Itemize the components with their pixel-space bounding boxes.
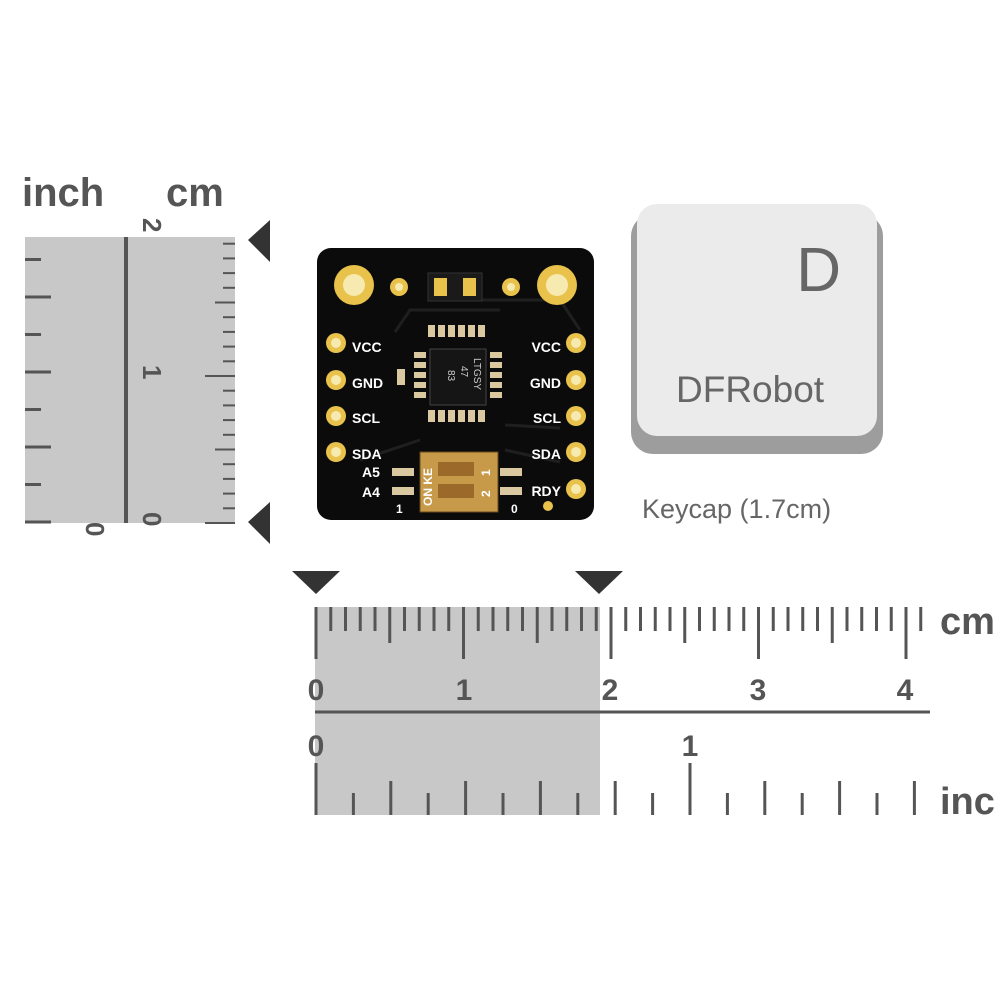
chip-pad [428,325,435,337]
smd-pad [500,487,522,495]
address-label-a4: A4 [362,484,380,500]
left-ruler-ticks [25,242,235,524]
chip-pad [414,392,426,398]
bottom-ruler-cm-unit: cm [940,601,995,643]
chip-pad [428,410,435,422]
marker-top-triangle [248,220,270,262]
bottom-ruler: 0 1 2 3 4 0 1 cm inc [308,601,995,823]
smd-pad [392,468,414,476]
chip-pad [490,392,502,398]
chip-marking: 83 [445,370,456,382]
address-label-a5: A5 [362,464,380,480]
chip-pad [448,410,455,422]
sensor-chip: LTGSY 47 83 [414,325,502,422]
bottom-ruler-cm-label: 3 [750,674,767,707]
pin-label-gnd: GND [352,375,383,391]
switch-lever [438,484,474,498]
keycap-brand: DFRobot [676,369,825,410]
switch-number: 2 [479,490,493,497]
bottom-ruler-ticks [314,607,923,815]
left-ruler-cm-label: 0 [137,512,167,526]
pin-label-sda: SDA [531,446,561,462]
chip-pad [490,382,502,388]
keycap: D DFRobot Keycap (1.7cm) [631,204,883,524]
smd-resistor [397,369,405,385]
board-label-1: 1 [396,502,403,516]
board-label-0: 0 [511,502,518,516]
chip-pad [490,372,502,378]
pin-label-scl: SCL [533,410,561,426]
bottom-ruler-inch-label: 0 [308,730,325,763]
marker-right-triangle [575,571,623,594]
bottom-ruler-cm-label: 1 [456,674,473,707]
pin-label-sda: SDA [352,446,382,462]
chip-pad [414,382,426,388]
switch-label: ON KE [421,468,435,506]
left-ruler-cm-label: 1 [137,365,167,379]
bottom-ruler-inch-unit: inc [940,781,995,823]
chip-marking: 47 [458,366,469,378]
left-ruler-inch-label: 0 [80,522,110,536]
switch-lever [438,462,474,476]
smd-pad [500,468,522,476]
chip-pad [414,372,426,378]
pin-label-vcc: VCC [531,339,561,355]
chip-pad [438,410,445,422]
marker-bottom-triangle [248,502,270,544]
pin-label-scl: SCL [352,410,380,426]
right-pins: VCC GND SCL SDA RDY [530,333,586,499]
bottom-ruler-cm-label: 0 [308,674,325,707]
via [543,501,553,511]
bottom-ruler-cm-label: 2 [602,674,619,707]
pin-label-gnd: GND [530,375,561,391]
chip-pad [458,410,465,422]
keycap-top [637,204,877,436]
chip-pad [414,352,426,358]
bottom-ruler-cm-label: 4 [897,674,914,707]
pin-label-rdy: RDY [531,483,561,499]
left-ruler: inch cm 0 2 1 0 [22,171,235,536]
left-ruler-cm-unit: cm [166,171,224,215]
marker-left-triangle [292,571,340,594]
chip-pad [468,410,475,422]
left-ruler-cm-label: 2 [137,218,167,232]
chip-pad [478,410,485,422]
chip-marking: LTGSY [471,358,482,390]
switch-number: 1 [479,469,493,476]
chip-pad [458,325,465,337]
bottom-ruler-inch-label: 1 [682,730,699,763]
chip-pad [468,325,475,337]
smd-pad [392,487,414,495]
chip-pad [490,362,502,368]
left-pins: VCC GND SCL SDA [326,333,383,462]
chip-pad [448,325,455,337]
left-ruler-inch-unit: inch [22,171,104,215]
chip-pad [438,325,445,337]
chip-pad [414,362,426,368]
keycap-caption: Keycap (1.7cm) [642,494,831,524]
left-ruler-body [25,237,235,523]
dip-switch: ON KE 1 2 [419,451,499,513]
pin-label-vcc: VCC [352,339,382,355]
sensor-board: LTGSY 47 83 VCC GND SCL SDA [317,248,594,520]
keycap-letter: D [796,236,841,305]
chip-pad [478,325,485,337]
chip-pad [490,352,502,358]
